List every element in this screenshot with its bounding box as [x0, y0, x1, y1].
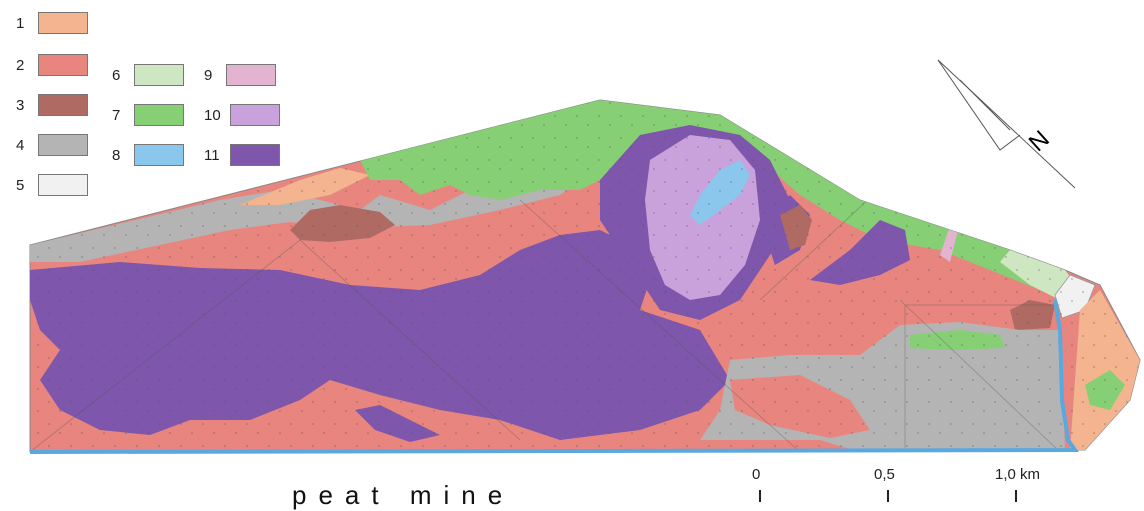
legend-number: 4: [16, 136, 25, 154]
legend-item-9: 9: [204, 64, 276, 86]
legend-number: 11: [204, 146, 220, 164]
legend-item-7: 7: [112, 104, 184, 126]
scale-label-1-0: 1,0 km: [995, 466, 1041, 483]
legend-number: 7: [112, 106, 121, 124]
legend-item-2: 2: [16, 54, 88, 76]
legend-item-3: 3: [16, 94, 88, 116]
legend-number: 6: [112, 66, 121, 84]
scale-label-0-5: 0,5: [874, 466, 895, 483]
legend-swatch: [38, 54, 88, 76]
caption-peat-mine: peat mine: [292, 480, 515, 510]
north-arrow: [937, 59, 1076, 189]
legend-number: 3: [16, 96, 25, 114]
legend-number: 8: [112, 146, 121, 164]
north-label: N: [1024, 125, 1055, 157]
legend-swatch: [226, 64, 276, 86]
legend-number: 1: [16, 14, 25, 32]
legend-number: 5: [16, 176, 25, 194]
legend-number: 2: [16, 56, 25, 74]
legend-item-10: 10: [204, 104, 280, 126]
scale-label-0: 0: [752, 466, 761, 483]
legend-item-1: 1: [16, 12, 88, 34]
legend-number: 10: [204, 106, 221, 124]
legend-item-6: 6: [112, 64, 184, 86]
legend-item-11: 11: [204, 144, 280, 166]
legend-number: 9: [204, 66, 213, 84]
legend-item-8: 8: [112, 144, 184, 166]
legend-swatch: [38, 12, 88, 34]
scale-bar: [759, 490, 1017, 502]
legend-swatch: [38, 174, 88, 196]
legend-swatch: [134, 144, 184, 166]
legend-item-4: 4: [16, 134, 88, 156]
legend-swatch: [38, 134, 88, 156]
legend-item-5: 5: [16, 174, 88, 196]
legend-swatch: [230, 104, 280, 126]
river: [29, 299, 1079, 454]
legend-swatch: [230, 144, 280, 166]
legend-swatch: [134, 64, 184, 86]
legend-swatch: [134, 104, 184, 126]
legend-swatch: [38, 94, 88, 116]
